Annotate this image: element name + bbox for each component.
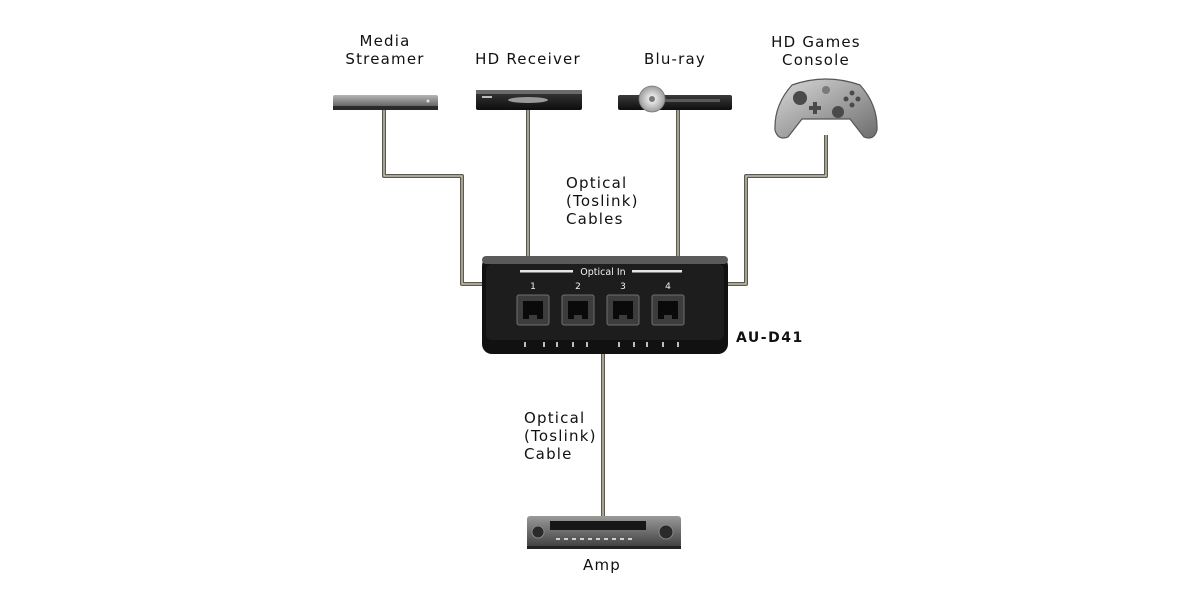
amp-device: [527, 516, 681, 549]
media-streamer-label-line2: Streamer: [345, 50, 425, 68]
optical-port-3: [606, 294, 640, 326]
input-cables-label-line2: (Toslink): [566, 192, 639, 210]
au-d41-switcher: Optical In 1 2 3 4: [482, 256, 728, 354]
cable-games-console: [726, 135, 828, 286]
hd-receiver-label-text: HD Receiver: [475, 50, 581, 68]
output-cable-label-line3: Cable: [524, 445, 573, 463]
games-console-label-line1: HD Games: [771, 33, 861, 51]
input-cables-label-line3: Cables: [566, 210, 624, 228]
amp-label: Amp: [583, 556, 621, 574]
blu-ray-label: Blu-ray: [620, 50, 730, 68]
optical-cables: [382, 110, 828, 518]
output-cable-label-line1: Optical: [524, 409, 586, 427]
hd-receiver-device: [476, 90, 582, 110]
hd-receiver-label: HD Receiver: [463, 50, 593, 68]
front-vent-slots: [524, 342, 679, 347]
optical-port-2: [561, 294, 595, 326]
switcher-model-label: AU-D41: [736, 330, 804, 346]
media-streamer-label: Media Streamer: [330, 32, 440, 68]
input-cables-label-line1: Optical: [566, 174, 628, 192]
output-cable-label-line2: (Toslink): [524, 427, 597, 445]
cable-media-streamer: [382, 110, 484, 286]
games-controller-device: [774, 78, 878, 139]
optical-port-1: [516, 294, 550, 326]
port-number-2: 2: [575, 282, 581, 292]
media-streamer-label-line1: Media: [359, 32, 411, 50]
input-cables-label: Optical (Toslink) Cables: [566, 174, 639, 228]
optical-port-4: [651, 294, 685, 326]
blu-ray-label-text: Blu-ray: [643, 50, 706, 68]
port-number-1: 1: [530, 282, 536, 292]
media-streamer-device: [333, 95, 438, 110]
port-number-4: 4: [665, 282, 671, 292]
blu-ray-device: [618, 85, 732, 113]
games-console-label-line2: Console: [782, 51, 850, 69]
switcher-panel-title: Optical In: [580, 267, 625, 278]
port-number-3: 3: [620, 282, 626, 292]
games-console-label: HD Games Console: [756, 33, 876, 69]
output-cable-label: Optical (Toslink) Cable: [524, 409, 597, 463]
